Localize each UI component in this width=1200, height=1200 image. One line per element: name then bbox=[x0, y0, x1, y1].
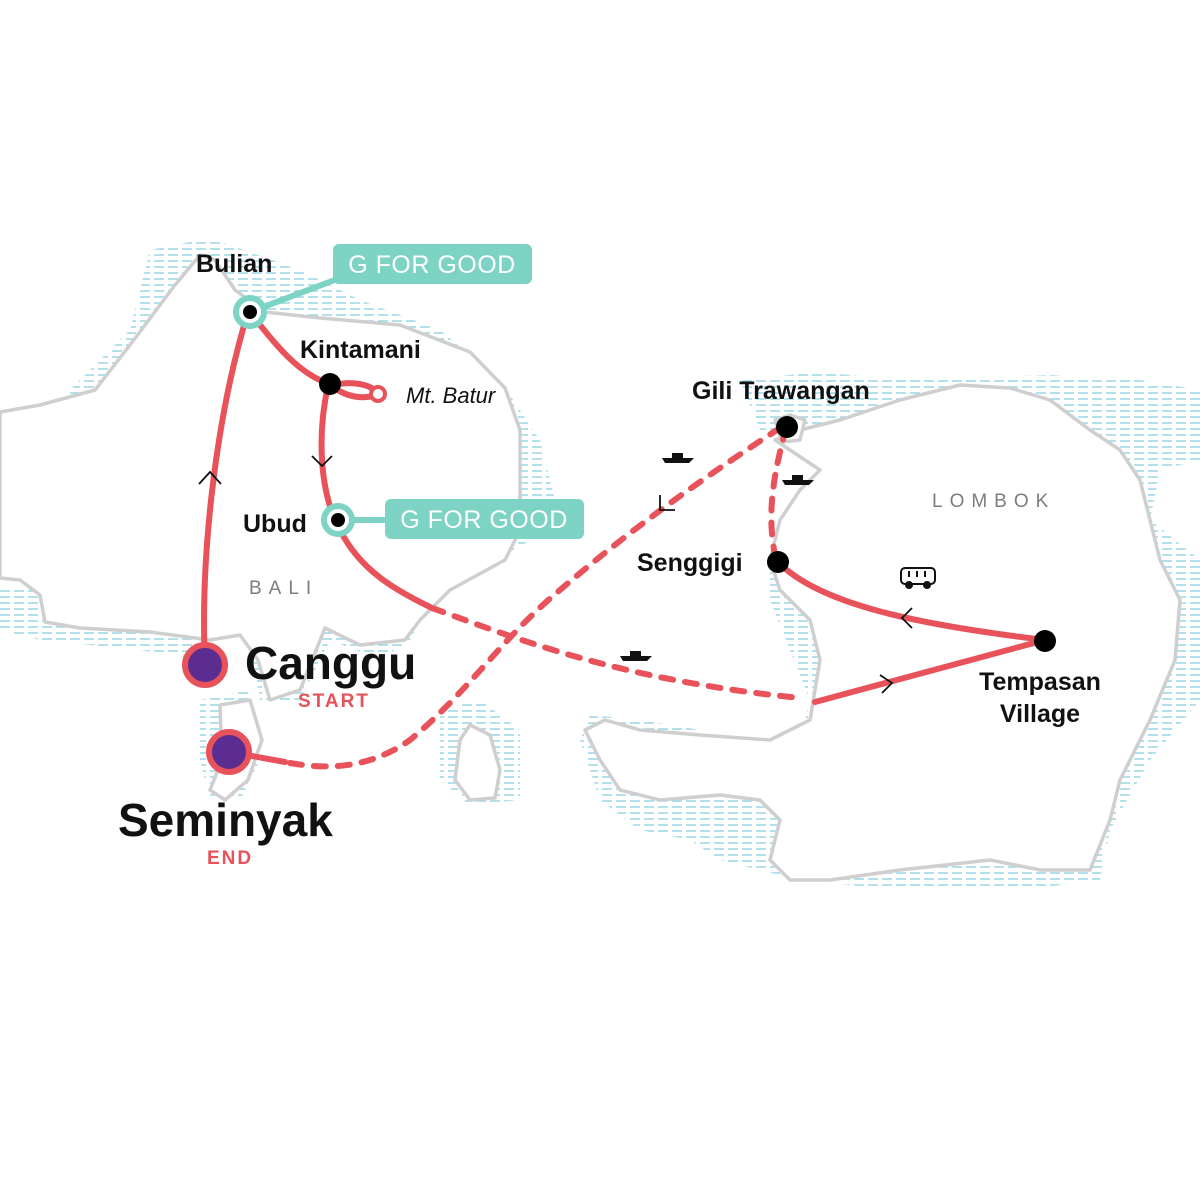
label-senggigi: Senggigi bbox=[637, 549, 743, 577]
label-canggu: Canggu bbox=[245, 637, 416, 689]
chevron-arrow-icon bbox=[198, 470, 222, 485]
bus-icon bbox=[900, 567, 936, 589]
stop-senggigi bbox=[767, 551, 789, 573]
chevron-arrow-icon bbox=[311, 455, 333, 468]
label-end: END bbox=[207, 848, 253, 869]
start-marker-canggu bbox=[182, 642, 228, 688]
stop-tempasan-village bbox=[1034, 630, 1056, 652]
stop-gili-trawangan bbox=[776, 416, 798, 438]
label-kintamani: Kintamani bbox=[300, 336, 421, 364]
label-bulian: Bulian bbox=[196, 250, 272, 278]
gforgood-badge-ubud: G FOR GOOD bbox=[385, 499, 584, 539]
svg-text:G FOR GOOD: G FOR GOOD bbox=[400, 506, 568, 534]
lombok-island bbox=[583, 383, 1182, 882]
label-tempasan: Tempasan bbox=[979, 668, 1101, 696]
chevron-arrow-icon bbox=[879, 674, 894, 694]
stop-kintamani bbox=[319, 373, 341, 395]
boat-icon bbox=[662, 453, 694, 463]
region-label-lombok: LOMBOK bbox=[932, 491, 1055, 512]
gforgood-badge-bulian: G FOR GOOD bbox=[333, 244, 532, 284]
bali-island bbox=[0, 253, 522, 702]
label-seminyak: Seminyak bbox=[118, 794, 333, 846]
stop-markers bbox=[182, 295, 1056, 775]
end-marker-seminyak bbox=[206, 729, 252, 775]
stop-mt-batur bbox=[369, 385, 387, 403]
nusa-penida bbox=[453, 723, 502, 802]
chevron-arrow-icon bbox=[659, 495, 675, 511]
svg-text:G FOR GOOD: G FOR GOOD bbox=[348, 251, 516, 279]
label-gili-trawangan: Gili Trawangan bbox=[692, 377, 870, 405]
chevron-arrow-icon bbox=[900, 607, 913, 629]
label-village: Village bbox=[1000, 700, 1080, 728]
label-start: START bbox=[298, 691, 370, 712]
boat-icon bbox=[782, 475, 814, 485]
direction-arrows bbox=[198, 455, 913, 694]
boat-icon bbox=[620, 651, 652, 661]
ferry-icons bbox=[620, 453, 814, 661]
label-mt-batur: Mt. Batur bbox=[406, 383, 497, 408]
route-dashed bbox=[287, 425, 803, 770]
land-masses bbox=[0, 253, 1182, 882]
label-ubud: Ubud bbox=[243, 510, 307, 538]
region-label-bali: BALI bbox=[249, 578, 318, 599]
